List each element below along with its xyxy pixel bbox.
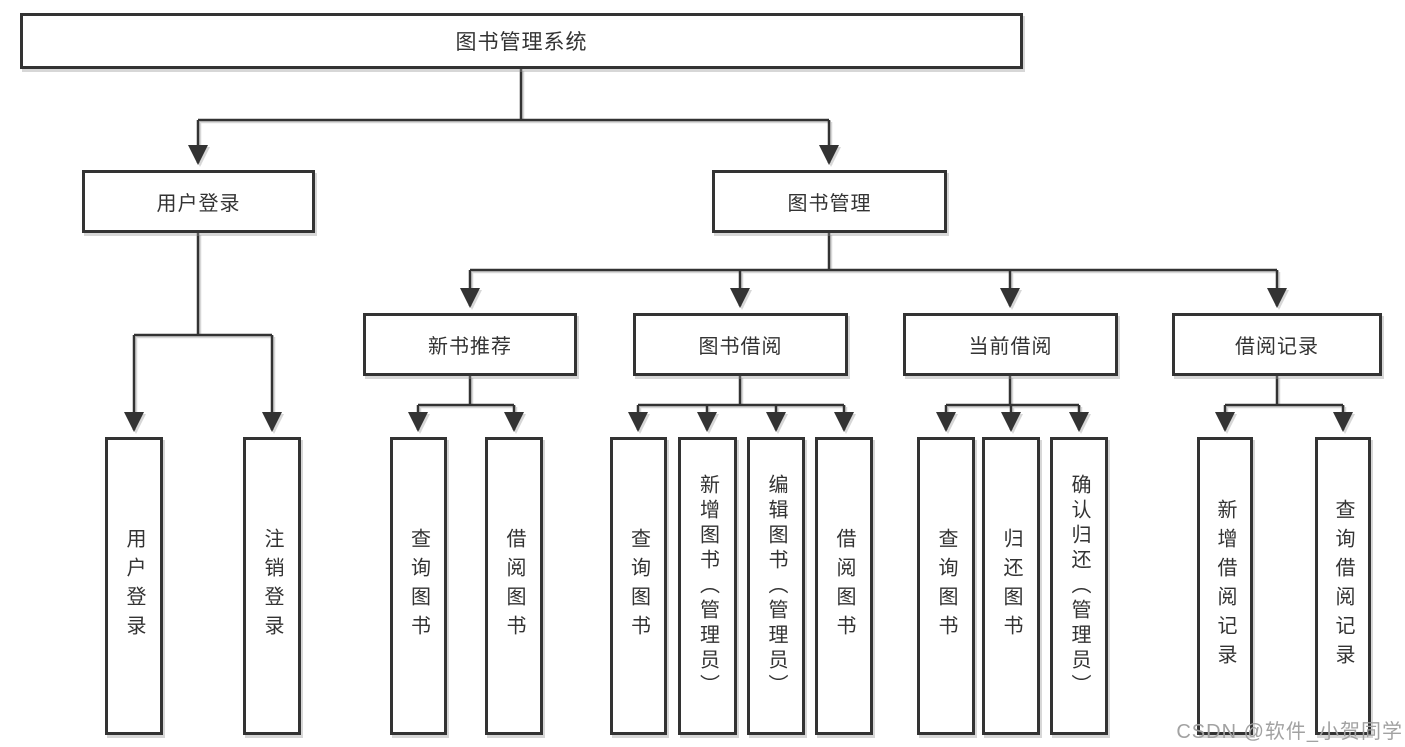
- leaf-current-confirm-admin: 确认归还（管理员）: [1050, 437, 1108, 735]
- leaf-newbooks-borrow-label: 借阅图书: [503, 528, 525, 644]
- node-root-system: 图书管理系统: [20, 13, 1023, 69]
- leaf-logout-label: 注销登录: [261, 528, 283, 644]
- trunk-root: [198, 69, 829, 122]
- leaf-current-return: 归还图书: [982, 437, 1040, 735]
- node-borrow-records-label: 借阅记录: [1235, 336, 1319, 358]
- leaf-borrow-edit-admin-label: 编辑图书（管理员）: [765, 473, 787, 699]
- node-book-borrow: 图书借阅: [633, 313, 848, 376]
- trunk-borrow-records: [1225, 376, 1343, 407]
- leaf-user-login: 用户登录: [105, 437, 163, 735]
- node-borrow-records: 借阅记录: [1172, 313, 1382, 376]
- leaf-current-return-label: 归还图书: [1000, 528, 1022, 644]
- leaf-current-query-label: 查询图书: [935, 528, 957, 644]
- node-new-book-recommend: 新书推荐: [363, 313, 577, 376]
- leaf-borrow-add-admin-label: 新增图书（管理员）: [696, 473, 719, 699]
- trunk-current-borrow: [946, 376, 1079, 407]
- node-root-system-label: 图书管理系统: [455, 31, 588, 54]
- leaf-user-login-label: 用户登录: [123, 528, 145, 644]
- node-new-book-recommend-label: 新书推荐: [428, 336, 512, 358]
- trunk-book-management: [470, 233, 1277, 272]
- trunk-user-login: [134, 233, 272, 337]
- leaf-current-confirm-admin-label: 确认归还（管理员）: [1068, 473, 1090, 699]
- node-user-login-label: 用户登录: [156, 193, 241, 215]
- leaf-records-query: 查询借阅记录: [1315, 437, 1371, 735]
- trunk-new-books: [418, 376, 514, 407]
- leaf-current-query: 查询图书: [917, 437, 975, 735]
- leaf-newbooks-borrow: 借阅图书: [485, 437, 543, 735]
- leaf-borrow-book: 借阅图书: [815, 437, 873, 735]
- leaf-records-add: 新增借阅记录: [1197, 437, 1253, 735]
- node-current-borrow: 当前借阅: [903, 313, 1118, 376]
- leaf-borrow-query-label: 查询图书: [627, 528, 650, 644]
- leaf-borrow-add-admin: 新增图书（管理员）: [678, 437, 737, 735]
- leaf-newbooks-query-label: 查询图书: [407, 528, 430, 644]
- trunk-book-borrow: [638, 376, 844, 407]
- leaf-newbooks-query: 查询图书: [390, 437, 447, 735]
- leaf-borrow-query: 查询图书: [610, 437, 667, 735]
- node-current-borrow-label: 当前借阅: [968, 336, 1053, 358]
- leaf-records-add-label: 新增借阅记录: [1214, 499, 1236, 673]
- node-book-management: 图书管理: [712, 170, 947, 233]
- leaf-borrow-book-label: 借阅图书: [833, 528, 855, 644]
- leaf-borrow-edit-admin: 编辑图书（管理员）: [747, 437, 805, 735]
- leaf-logout: 注销登录: [243, 437, 301, 735]
- leaf-records-query-label: 查询借阅记录: [1332, 499, 1354, 673]
- csdn-watermark: CSDN @软件_小贺同学: [1176, 721, 1403, 743]
- node-book-borrow-label: 图书借阅: [698, 336, 783, 358]
- node-book-management-label: 图书管理: [787, 193, 872, 215]
- node-user-login: 用户登录: [82, 170, 315, 233]
